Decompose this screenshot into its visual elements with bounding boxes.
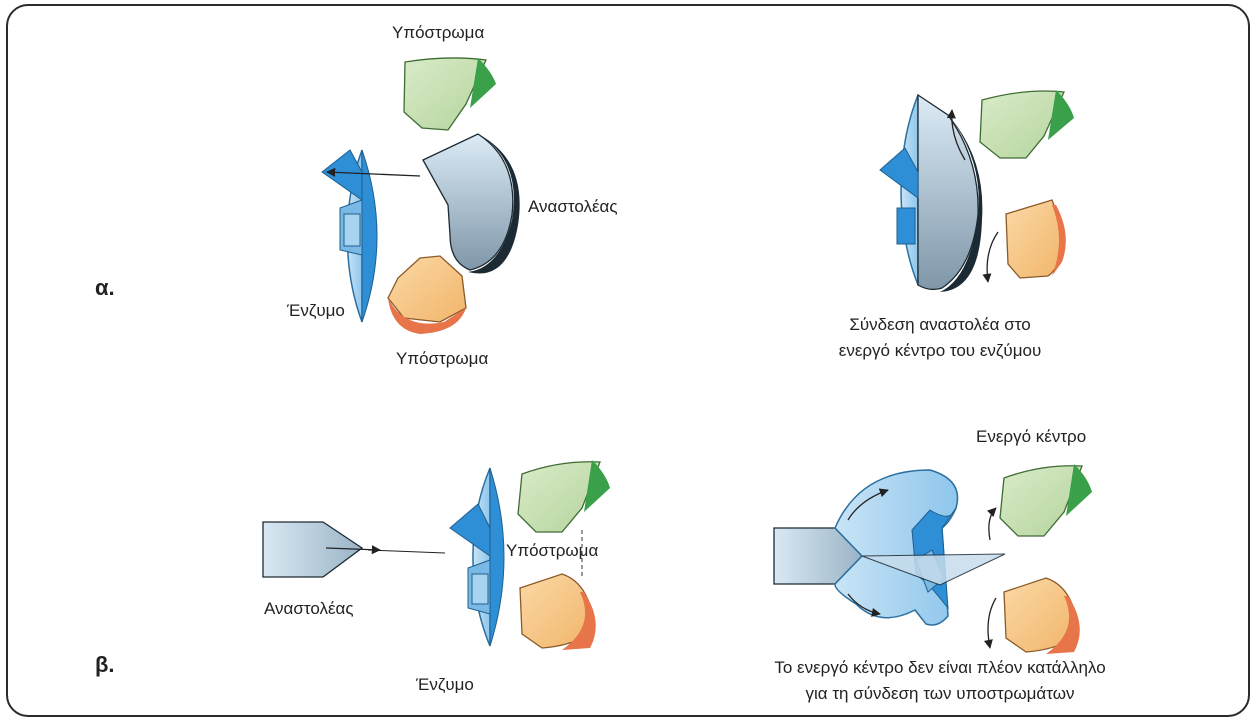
substrate-orange-a-right bbox=[1006, 200, 1066, 278]
enzyme-inhibitor-complex-a bbox=[880, 95, 982, 292]
part-a-label: α. bbox=[95, 275, 115, 300]
label-inhibitor-a: Αναστολέας bbox=[528, 197, 618, 216]
blocked-arrow-up-b bbox=[989, 508, 996, 540]
enzyme-b-left bbox=[368, 468, 504, 646]
label-enzyme-b: Ένζυμο bbox=[415, 675, 474, 694]
label-substrate-b: Υπόστρωμα bbox=[506, 541, 598, 560]
caption-b-line1: Το ενεργό κέντρο δεν είναι πλέον κατάλλη… bbox=[774, 658, 1105, 677]
caption-a-line2: ενεργό κέντρο του ενζύμου bbox=[839, 341, 1042, 360]
substrate-green-b-right bbox=[1000, 464, 1092, 536]
part-b-label: β. bbox=[95, 652, 115, 677]
substrate-orange-b-left bbox=[520, 574, 596, 650]
substrate-green-a-right bbox=[980, 90, 1074, 158]
label-inhibitor-b: Αναστολέας bbox=[264, 599, 354, 618]
caption-b-line2: για τη σύνδεση των υποστρωμάτων bbox=[806, 684, 1075, 703]
blocked-arrow-down-b bbox=[988, 598, 996, 648]
label-active-site: Ενεργό κέντρο bbox=[976, 427, 1086, 446]
substrate-green-b-left bbox=[518, 460, 610, 532]
enzyme-distorted-b bbox=[835, 470, 1005, 625]
inhibitor-a-left bbox=[423, 134, 520, 273]
substrate-green-a-left bbox=[404, 58, 496, 130]
label-enzyme-a: Ένζυμο bbox=[286, 301, 345, 320]
label-substrate-bottom-a: Υπόστρωμα bbox=[396, 349, 488, 368]
inhibitor-b-left bbox=[263, 522, 380, 577]
substrate-orange-a-left bbox=[388, 256, 466, 334]
caption-a-line1: Σύνδεση αναστολέα στο bbox=[849, 315, 1030, 334]
substrate-orange-b-right bbox=[1004, 578, 1080, 654]
release-arrow-down-a bbox=[987, 232, 998, 282]
label-substrate-top-a: Υπόστρωμα bbox=[392, 23, 484, 42]
